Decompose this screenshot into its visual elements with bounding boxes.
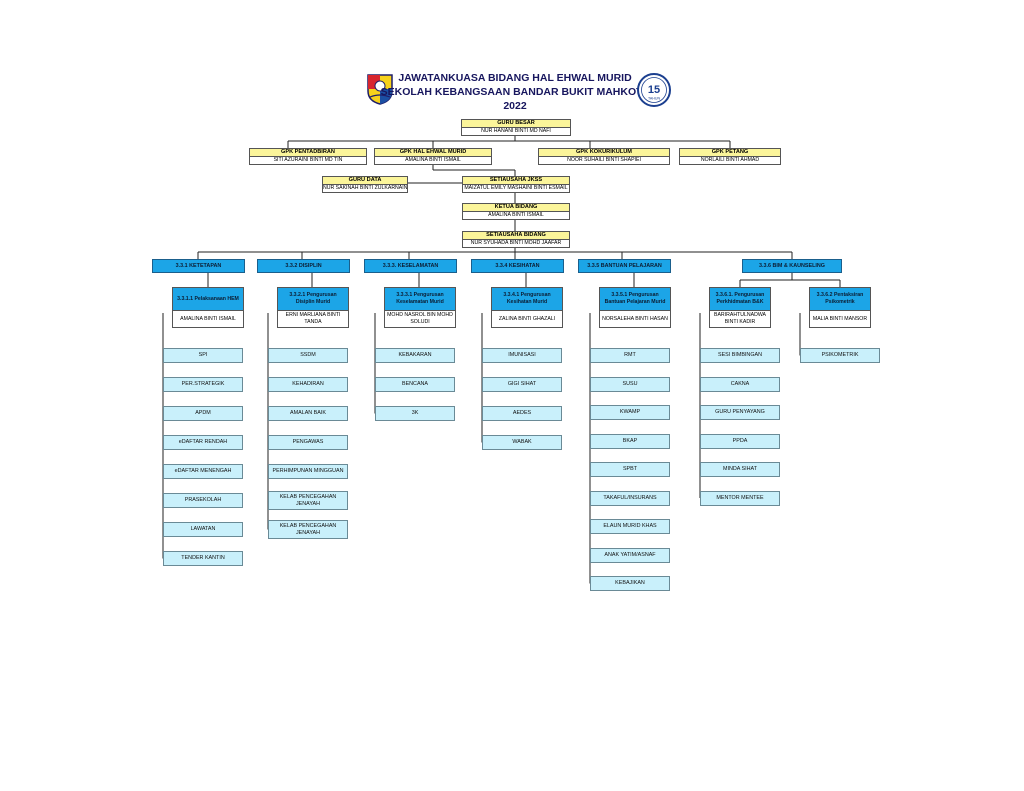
leaf-item: SPBT: [590, 462, 670, 477]
15-year-anniversary-logo-icon: 15 TAHUN: [637, 73, 671, 107]
sub-name: ERNI MARLIANA BINTI TANDA: [285, 312, 341, 325]
branch-head-ketetapan: 3.3.1 KETETAPAN: [152, 259, 245, 273]
leaf-item: GURU PENYAYANG: [700, 405, 780, 420]
leaf-item: KELAB PENCEGAHAN JENAYAH: [268, 491, 348, 510]
leaf-item: eDAFTAR RENDAH: [163, 435, 243, 450]
ketua-bidang-title: KETUA BIDANG: [463, 204, 569, 212]
leaf-item: KWAMP: [590, 405, 670, 420]
gpk-pentadbiran-title: GPK PENTADBIRAN: [250, 149, 366, 157]
leaf-item: TENDER KANTIN: [163, 551, 243, 566]
setiausaha-jkss-box: SETIAUSAHA JKSS MAIZATUL EMILY MASHAINI …: [462, 176, 570, 193]
guru-besar-box: GURU BESAR NUR HANANI BINTI MD NAFI: [461, 119, 571, 136]
leaf-item: MINDA SIHAT: [700, 462, 780, 477]
leaf-item: SSDM: [268, 348, 348, 363]
branch-head-bantuan-pelajaran: 3.3.5 BANTUAN PELAJARAN: [578, 259, 671, 273]
leaf-item: AEDES: [482, 406, 562, 421]
leaf-item: PPDA: [700, 433, 780, 449]
sub-title: 3.3.3.1 Pengurusan Keselamatan Murid: [385, 288, 455, 311]
setiausaha-bidang-title: SETIAUSAHA BIDANG: [463, 232, 569, 240]
sub-title: 3.3.4.1 Pengurusan Kesihatan Murid: [492, 288, 562, 311]
sub-box-perkhidmatan-bk: 3.3.6.1. Pengurusan Perkhidmatan B&K BAR…: [709, 287, 771, 328]
leaf-item: SESI BIMBINGAN: [700, 348, 780, 363]
setiausaha-jkss-title: SETIAUSAHA JKSS: [463, 177, 569, 185]
leaf-item: IMUNISASI: [482, 348, 562, 363]
sub-title: 3.3.5.1 Pengurusan Bantuan Pelajaran Mur…: [600, 288, 670, 311]
leaf-item: RMT: [590, 348, 670, 363]
leaf-item: eDAFTAR MENENGAH: [163, 464, 243, 479]
leaf-item: PRASEKOLAH: [163, 493, 243, 508]
guru-besar-title: GURU BESAR: [462, 120, 570, 128]
sub-title: 3.3.6.1. Pengurusan Perkhidmatan B&K: [710, 288, 770, 311]
guru-data-title: GURU DATA: [323, 177, 407, 185]
gpk-hem-name: AMALINA BINTI ISMAIL: [405, 157, 461, 163]
leaf-item: BKAP: [590, 433, 670, 449]
chart-title-line2: SEKOLAH KEBANGSAAN BANDAR BUKIT MAHKOTA: [380, 86, 650, 98]
leaf-item: KEBAJIKAN: [590, 576, 670, 591]
sub-name: NORSALEHA BINTI HASAN: [602, 315, 668, 322]
leaf-item: AMALAN BAIK: [268, 406, 348, 421]
sub-name: MALIA BINTI MANSOR: [812, 315, 868, 322]
chart-title-line1: JAWATANKUASA BIDANG HAL EHWAL MURID: [398, 72, 632, 84]
sub-box-pengurusan-bantuan: 3.3.5.1 Pengurusan Bantuan Pelajaran Mur…: [599, 287, 671, 328]
gpk-kokurikulum-title: GPK KOKURIKULUM: [539, 149, 669, 157]
leaf-item: PENGAWAS: [268, 435, 348, 450]
gpk-pentadbiran-box: GPK PENTADBIRAN SITI AZURAINI BINTI MD T…: [249, 148, 367, 165]
sub-title: 3.3.6.2 Pentaksiran Psikometrik: [810, 288, 870, 311]
gpk-pentadbiran-name: SITI AZURAINI BINTI MD TIN: [273, 157, 343, 163]
guru-besar-name: NUR HANANI BINTI MD NAFI: [481, 128, 551, 134]
setiausaha-bidang-name: NUR SYUHADA BINTI MOHD JAAFAR: [470, 240, 562, 246]
leaf-item: WABAK: [482, 435, 562, 450]
branch-head-disiplin: 3.3.2 DISIPLIN: [257, 259, 350, 273]
leaf-item: APDM: [163, 406, 243, 421]
logo-15-number: 15: [648, 84, 660, 96]
chart-title-year: 2022: [503, 100, 527, 112]
gpk-kokurikulum-box: GPK KOKURIKULUM NOOR SUHAILI BINTI SHAPI…: [538, 148, 670, 165]
setiausaha-bidang-box: SETIAUSAHA BIDANG NUR SYUHADA BINTI MOHD…: [462, 231, 570, 248]
ketua-bidang-box: KETUA BIDANG AMALINA BINTI ISMAIL: [462, 203, 570, 220]
leaf-item: MENTOR MENTEE: [700, 490, 780, 506]
leaf-item: PERHIMPUNAN MINGGUAN: [268, 464, 348, 479]
gpk-kokurikulum-name: NOOR SUHAILI BINTI SHAPIEI: [567, 157, 641, 163]
guru-data-box: GURU DATA NUR SAKINAH BINTI ZULKARNAIN: [322, 176, 408, 193]
leaf-item: SUSU: [590, 376, 670, 392]
leaf-item: KEHADIRAN: [268, 377, 348, 392]
sub-name: MOHD NASROL BIN MOHD SOLUDI: [387, 312, 453, 325]
branch-head-bim-kaunseling: 3.3.6 BIM & KAUNSELING: [742, 259, 842, 273]
gpk-petang-title: GPK PETANG: [680, 149, 780, 157]
leaf-item: SPI: [163, 348, 243, 363]
sub-box-pengurusan-kesihatan: 3.3.4.1 Pengurusan Kesihatan Murid ZALIN…: [491, 287, 563, 328]
school-crest-icon: [367, 74, 393, 105]
leaf-item: BENCANA: [375, 377, 455, 392]
sub-name: BARIRAHTULNADWA BINTI KADIR: [714, 312, 766, 325]
sub-box-pengurusan-disiplin: 3.3.2.1 Pengurusan Disiplin Murid ERNI M…: [277, 287, 349, 328]
leaf-item: PSIKOMETRIK: [800, 348, 880, 363]
gpk-petang-name: NORLAILI BINTI AHMAD: [700, 157, 760, 163]
gpk-hem-title: GPK HAL EHWAL MURID: [375, 149, 491, 157]
guru-data-name: NUR SAKINAH BINTI ZULKARNAIN: [323, 185, 407, 191]
leaf-item: KEBAKARAN: [375, 348, 455, 363]
leaf-item: KELAB PENCEGAHAN JENAYAH: [268, 520, 348, 539]
ketua-bidang-name: AMALINA BINTI ISMAIL: [488, 212, 544, 218]
sub-box-pentaksiran-psikometrik: 3.3.6.2 Pentaksiran Psikometrik MALIA BI…: [809, 287, 871, 328]
leaf-item: ANAK YATIM/ASNAF: [590, 547, 670, 563]
gpk-hem-box: GPK HAL EHWAL MURID AMALINA BINTI ISMAIL: [374, 148, 492, 165]
sub-box-pelaksanaan-hem: 3.3.1.1 Pelaksanaan HEM AMALINA BINTI IS…: [172, 287, 244, 328]
gpk-petang-box: GPK PETANG NORLAILI BINTI AHMAD: [679, 148, 781, 165]
sub-title: 3.3.2.1 Pengurusan Disiplin Murid: [278, 288, 348, 311]
leaf-item: LAWATAN: [163, 522, 243, 537]
setiausaha-jkss-name: MAIZATUL EMILY MASHAINI BINTI ESMAIL: [464, 185, 568, 191]
leaf-item: ELAUN MURID KHAS: [590, 519, 670, 534]
leaf-item: 3K: [375, 406, 455, 421]
leaf-item: GIGI SIHAT: [482, 377, 562, 392]
logo-15-text: TAHUN: [648, 97, 661, 101]
leaf-item: CAKNA: [700, 376, 780, 392]
branch-head-keselamatan: 3.3.3. KESELAMATAN: [364, 259, 457, 273]
branch-head-kesihatan: 3.3.4 KESIHATAN: [471, 259, 564, 273]
sub-box-pengurusan-keselamatan: 3.3.3.1 Pengurusan Keselamatan Murid MOH…: [384, 287, 456, 328]
sub-name: AMALINA BINTI ISMAIL: [180, 315, 236, 322]
sub-title: 3.3.1.1 Pelaksanaan HEM: [173, 288, 243, 311]
sub-name: ZALINA BINTI GHAZALI: [498, 315, 556, 322]
leaf-item: TAKAFUL/INSURANS: [590, 490, 670, 506]
leaf-item: PER.STRATEGIK: [163, 377, 243, 392]
